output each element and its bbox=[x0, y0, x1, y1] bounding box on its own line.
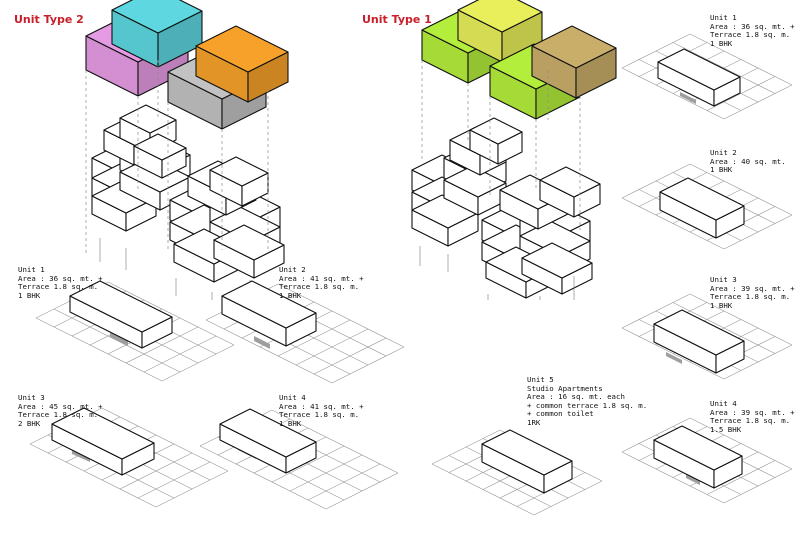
plan-t1-unit-1-grid-line bbox=[689, 33, 793, 86]
block-orange bbox=[195, 25, 289, 103]
unit-type-2-diagram bbox=[29, 0, 405, 510]
plan-t1-unit-1-grid-line bbox=[672, 42, 776, 94]
block-yellow-top bbox=[457, 0, 543, 33]
stack-b-7-top bbox=[213, 224, 285, 261]
stack-a-7-top bbox=[133, 133, 187, 161]
stack-type-1 bbox=[411, 117, 601, 300]
plan-t2-unit-3-grid-line bbox=[101, 407, 229, 472]
plan-t1-unit-3-box bbox=[653, 309, 745, 374]
plan-t1-unit-2-grid-line bbox=[689, 163, 793, 216]
plan-t1-unit-5-grid-line bbox=[431, 463, 535, 516]
plan-t1-unit-5-box bbox=[481, 429, 573, 494]
plan-t1-unit-4-grid-line bbox=[689, 417, 793, 470]
block-yellow bbox=[457, 0, 543, 63]
block-cyan-top bbox=[111, 0, 203, 34]
plan-t1-unit-2-box bbox=[659, 177, 745, 239]
plan-t2-unit-3-shade bbox=[72, 450, 90, 462]
stack-d-7 bbox=[521, 242, 593, 295]
block-orange-top bbox=[195, 25, 289, 73]
plan-t1-unit-3-grid-line bbox=[689, 293, 793, 346]
plan-t1-unit-1-shade bbox=[680, 92, 696, 104]
plan-t2-unit-4-box bbox=[219, 408, 317, 474]
plan-t1-unit-5-box-top bbox=[481, 429, 573, 476]
plan-t1-unit-4 bbox=[621, 417, 793, 504]
stack-c-4 bbox=[443, 165, 507, 216]
unit-type-1-diagram bbox=[411, 0, 793, 516]
plan-t1-unit-1-box bbox=[657, 48, 741, 107]
plan-t1-unit-4-box bbox=[653, 425, 743, 489]
stack-b-5-top bbox=[209, 156, 269, 187]
plan-t1-unit-3-shade bbox=[666, 352, 682, 364]
plan-t1-unit-4-grid-line bbox=[621, 451, 725, 504]
stack-b-5 bbox=[209, 156, 269, 207]
plan-t2-unit-1-grid-line bbox=[35, 317, 163, 382]
plan-t2-unit-4 bbox=[199, 408, 399, 510]
stack-d-5 bbox=[539, 166, 601, 218]
plan-t2-unit-1-box bbox=[69, 280, 173, 349]
stack-c-6 bbox=[469, 117, 523, 165]
plan-t1-unit-3-box-top bbox=[653, 309, 745, 356]
plan-t1-unit-3-grid-line bbox=[672, 302, 776, 354]
plan-t2-unit-3-box-top bbox=[51, 407, 155, 460]
plan-t1-unit-1-box-top bbox=[657, 48, 741, 91]
plan-t2-unit-3-grid-line bbox=[29, 443, 157, 508]
plan-t2-unit-2-box-top bbox=[221, 280, 317, 329]
plan-t2-unit-1 bbox=[35, 280, 235, 382]
plan-t2-unit-3 bbox=[29, 407, 229, 508]
plan-t1-unit-3-grid-line bbox=[621, 327, 725, 380]
plan-t2-unit-4-grid-line bbox=[271, 409, 399, 474]
plan-t1-unit-5 bbox=[431, 429, 603, 516]
stack-d-7-top bbox=[521, 242, 593, 279]
plan-t1-unit-3 bbox=[621, 293, 793, 380]
plan-t2-unit-4-grid-line bbox=[199, 445, 327, 510]
plan-t2-unit-2-grid-line bbox=[205, 319, 333, 384]
stack-b-7 bbox=[213, 224, 285, 279]
plan-t2-unit-2-grid-line bbox=[277, 283, 405, 348]
stack-type-2 bbox=[91, 104, 285, 300]
stack-c-6-top bbox=[469, 117, 523, 145]
plan-t1-unit-1 bbox=[621, 33, 793, 120]
plan-t2-unit-1-box-top bbox=[69, 280, 173, 333]
heading-unit-type-2: Unit Type 2 bbox=[14, 13, 84, 26]
block-tan-top bbox=[531, 25, 617, 69]
block-tan bbox=[531, 25, 617, 99]
plan-t1-unit-1-grid-line bbox=[621, 67, 725, 120]
block-cyan bbox=[111, 0, 203, 68]
plan-t2-unit-2-box bbox=[221, 280, 317, 347]
plan-t2-unit-2-shade bbox=[254, 336, 270, 349]
plan-t1-unit-5-grid-line bbox=[448, 455, 552, 507]
heading-unit-type-1: Unit Type 1 bbox=[362, 13, 432, 26]
plan-t2-unit-4-box-top bbox=[219, 408, 317, 458]
plan-t1-unit-2-grid-line bbox=[621, 197, 725, 250]
stack-c-4-top bbox=[443, 165, 507, 198]
stack-a-6-top bbox=[119, 104, 177, 134]
plan-t2-unit-3-box bbox=[51, 407, 155, 476]
plan-t2-unit-1-shade bbox=[110, 332, 128, 346]
plan-t1-unit-2 bbox=[621, 163, 793, 250]
stack-d-5-top bbox=[539, 166, 601, 198]
plan-t2-unit-1-grid-line bbox=[107, 281, 235, 346]
plan-t1-unit-2-box-top bbox=[659, 177, 745, 221]
plan-t1-unit-4-box-top bbox=[653, 425, 743, 471]
plan-t1-unit-4-shade bbox=[686, 474, 700, 485]
plan-t2-unit-2 bbox=[205, 280, 405, 384]
